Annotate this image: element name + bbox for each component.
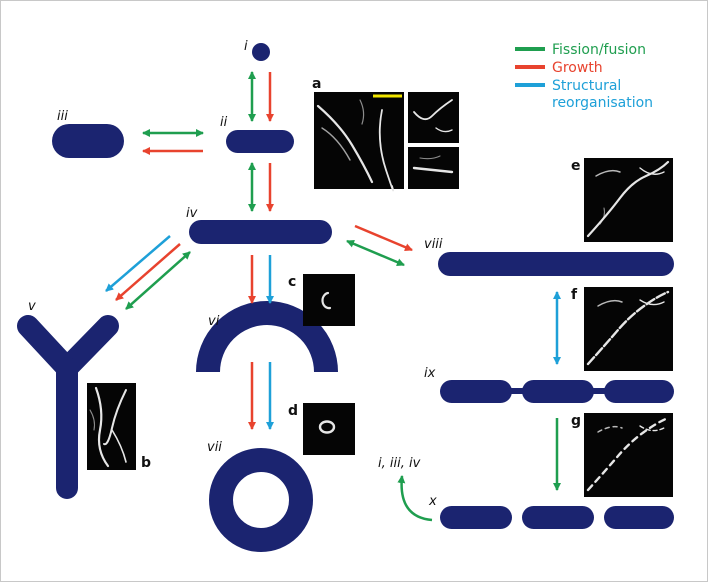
organelle-iii-swollen [52,124,124,158]
legend: Fission/fusion Growth Structural reorgan… [515,42,653,111]
state-label-iv: iv [186,206,198,221]
legend-label-structural-2: reorganisation [552,95,653,111]
organelle-x-fragment-1 [440,506,512,529]
micrograph-e [584,158,673,242]
organelle-v-branched [17,315,119,499]
legend-label-growth: Growth [552,60,603,76]
organelle-ix-constriction-1 [508,388,526,394]
organelle-i-sphere [252,43,270,61]
state-label-ii: ii [220,115,228,130]
panel-label-c: c [288,274,296,290]
organelle-ix-segment-3 [604,380,674,403]
organelle-ii-short-rod [226,130,294,153]
organelle-x-fragment-3 [604,506,674,529]
state-label-i: i [244,39,248,54]
arrow-iv-v-fission-fusion [125,251,191,310]
arrow-x-return [397,475,433,522]
panel-label-g: g [571,413,581,429]
micrograph-d [303,403,355,455]
state-label-iii: iii [57,109,68,124]
state-label-viii: viii [424,237,443,252]
legend-label-structural-1: Structural [552,78,621,94]
micrograph-f [584,287,673,371]
micrograph-a [314,92,459,192]
organelle-x-fragment-2 [522,506,594,529]
organelle-viii-long-tubule [438,252,674,276]
panel-label-b: b [141,455,151,471]
state-label-v: v [28,299,36,314]
organelle-ix-segment-2 [522,380,594,403]
arrow-iv-viii-fission-fusion [346,239,405,267]
state-label-vii: vii [207,440,222,455]
panel-label-e: e [571,158,581,174]
micrograph-b [87,383,136,470]
panel-label-d: d [288,403,298,419]
organelle-ix-constriction-2 [590,388,608,394]
state-label-x: x [428,494,437,509]
organelle-vii-ring [209,448,313,552]
organelle-ix-segment-1 [440,380,512,403]
state-label-vi: vi [208,314,220,329]
organelle-vi-arc [196,301,338,373]
micrograph-g [584,413,673,497]
organelle-iv-rod [189,220,332,244]
micrograph-c [303,274,355,326]
return-label: i, iii, iv [378,456,421,471]
state-label-ix: ix [424,366,436,381]
panel-label-f: f [571,287,578,303]
panel-label-a: a [312,76,321,92]
legend-label-fission-fusion: Fission/fusion [552,42,646,58]
